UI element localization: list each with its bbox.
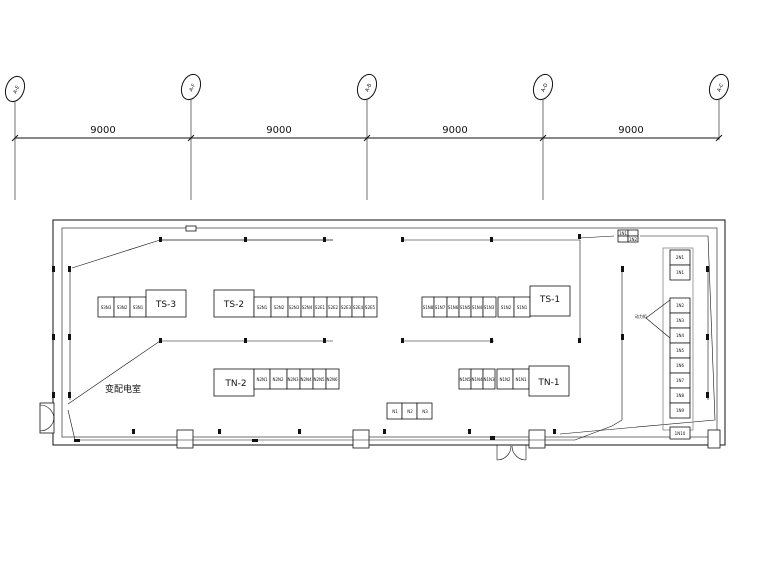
axis-bubble-3: A-B: [356, 73, 378, 200]
cab-n1n1: N1N1: [515, 377, 527, 382]
cab-s1n1: S1N1: [517, 305, 528, 310]
axis-bubble-5: A-C: [708, 73, 730, 140]
cab-rc-8: 1N7: [676, 378, 685, 383]
ts3-label: TS-3: [155, 300, 176, 310]
cab-n2n4: N2N4: [300, 377, 312, 382]
tn1-panel: [528, 365, 570, 397]
cab-n1n4: N1N4: [471, 377, 483, 382]
cab-n2: N2: [407, 409, 413, 414]
wall-opening: [185, 225, 197, 232]
axis-bubble-4: A-D: [532, 73, 554, 200]
right-column-cabinets: 2N1 1N1 1N2 1N3 1N4 1N5 1N6 1N7 1N8 1N9 …: [635, 247, 694, 440]
cab-s3n1: S3N1: [133, 305, 144, 310]
tn2-group: TN-2 N2N1 N2N2 N2N3 N2N4 N2N5 N2N6: [213, 368, 340, 397]
cab-rc-9: 1N8: [676, 393, 685, 398]
cab-n1n5: N1N5: [459, 377, 471, 382]
cab-s2n4: S2N4: [302, 305, 313, 310]
cab-s2e1: S2E1: [315, 305, 326, 310]
bottom-center-cabinets: N1 N2 N3: [386, 402, 433, 420]
dimension-3: 9000: [442, 125, 467, 136]
cab-s2e4: S2E4: [353, 305, 364, 310]
left-door: [39, 402, 55, 434]
cab-s1n7: S1N7: [435, 305, 446, 310]
cab-rc-10: 1N9: [676, 408, 685, 413]
tn1-label: TN-1: [537, 378, 559, 388]
ts3-panel: [145, 289, 187, 318]
cab-s2e5: S2E5: [365, 305, 376, 310]
cab-rc-4: 1N3: [676, 318, 685, 323]
ts2-group: TS-2 S2N1 S2N2 S2N3 S2N4 S2E1 S2E2 S2E3 …: [213, 289, 378, 318]
cab-s1n2: S1N2: [501, 305, 512, 310]
cab-n2n6: N2N6: [326, 377, 338, 382]
ts1-panel: [529, 285, 571, 317]
axis-label-4: A-D: [540, 82, 549, 93]
cab-s2n3: S2N3: [289, 305, 300, 310]
dimension-ticks: [11, 134, 723, 142]
cab-tr-1: 1N1: [619, 231, 628, 236]
cab-s1n5: S1N5: [460, 305, 471, 310]
cab-n2n2: N2N2: [272, 377, 284, 382]
dimension-2: 9000: [266, 125, 291, 136]
cab-n1n3: N1N3: [483, 377, 495, 382]
axis-label-5: A-C: [716, 82, 725, 93]
bottom-door: [496, 445, 527, 461]
tn2-label: TN-2: [224, 379, 246, 389]
cab-tr-2: 1N2: [629, 237, 638, 242]
cab-s3n3: S3N3: [101, 305, 112, 310]
cab-s2e2: S2E2: [328, 305, 339, 310]
axis-label-3: A-B: [364, 82, 373, 93]
cab-s2e3: S2E3: [341, 305, 352, 310]
room-label: 变配电室: [105, 383, 141, 395]
cab-n2n5: N2N5: [313, 377, 325, 382]
ts2-label: TS-2: [223, 300, 244, 310]
cab-rc-11: 1N10: [675, 431, 686, 436]
cab-s3n2: S3N2: [117, 305, 128, 310]
column-3: [528, 429, 546, 449]
ts3-group: S3N3 S3N2 S3N1 TS-3: [97, 289, 187, 318]
cab-rc-5: 1N4: [676, 333, 685, 338]
cab-rc-7: 1N6: [676, 363, 685, 368]
tn1-group: N1N5 N1N4 N1N3 N1N2 N1N1 TN-1: [458, 365, 570, 397]
cab-n2n3: N2N3: [287, 377, 299, 382]
cab-s2n2: S2N2: [274, 305, 285, 310]
cab-rc-1: 2N1: [676, 255, 685, 260]
dimension-4: 9000: [618, 125, 643, 136]
ts1-label: TS-1: [539, 295, 560, 305]
ts1-group: S1N8 S1N7 S1N6 S1N5 S1N4 S1N3 S1N2 S1N1 …: [421, 285, 571, 318]
cab-s2n1: S2N1: [257, 305, 268, 310]
cab-rc-6: 1N5: [676, 348, 685, 353]
axis-label-2: A-F: [188, 83, 197, 93]
column-1: [176, 429, 194, 449]
outer-wall: [52, 219, 726, 446]
cab-s1n4: S1N4: [472, 305, 483, 310]
inner-wall: [61, 227, 718, 438]
cab-s1n6: S1N6: [448, 305, 459, 310]
cab-n3: N3: [422, 409, 428, 414]
right-label: 动力柜: [635, 313, 647, 319]
cab-rc-3: 1N2: [676, 303, 685, 308]
dimension-1: 9000: [90, 125, 115, 136]
axis-label-1: A-E: [12, 85, 21, 95]
cab-s1n3: S1N3: [484, 305, 495, 310]
ts2-panel: [213, 289, 255, 318]
axis-bubble-1: A-E: [4, 75, 26, 200]
cab-n2n1: N2N1: [256, 377, 268, 382]
column-2: [352, 429, 370, 449]
fixture-markers: [52, 234, 709, 442]
cab-n1: N1: [392, 409, 398, 414]
top-right-cabinets: 1N1 1N2: [617, 229, 639, 243]
axis-bubble-2: A-F: [180, 73, 202, 200]
cab-n1n2: N1N2: [499, 377, 511, 382]
column-4: [707, 429, 721, 449]
cab-s1n8: S1N8: [423, 305, 434, 310]
cab-rc-2: 1N1: [676, 270, 685, 275]
